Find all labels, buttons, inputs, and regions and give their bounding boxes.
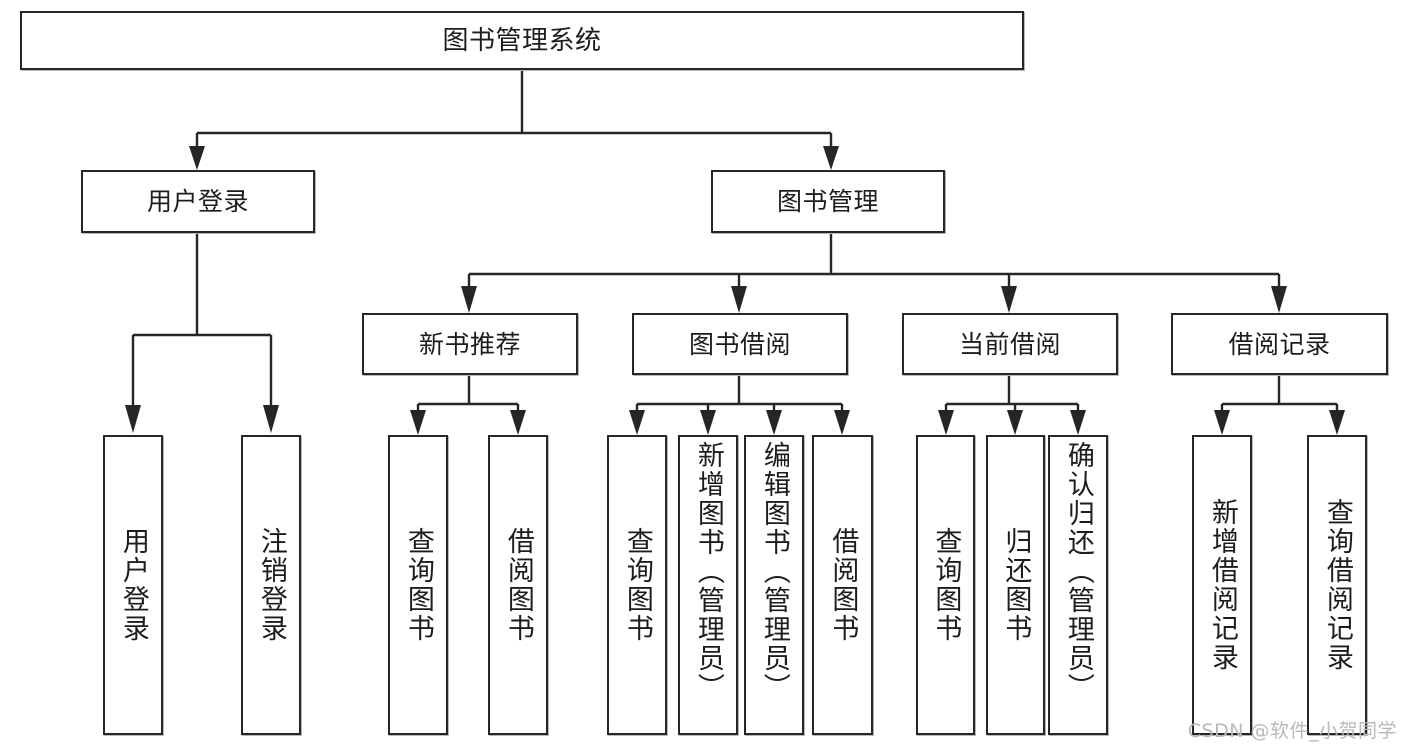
leaf-label-book-borrow-edit: 编辑图书（管理员）: [758, 441, 790, 702]
arrow-bb-leaf-2: [700, 410, 716, 435]
leaf-label-current-borrow-confirm: 确认归还（管理员）: [1062, 441, 1094, 702]
arrow-br-leaf-2: [1329, 410, 1345, 435]
arrow-root-to-book-manage: [823, 146, 839, 170]
arrow-bm-to-current-borrow: [1001, 286, 1017, 313]
arrow-newbook-leaf-1: [410, 410, 426, 435]
arrow-root-to-user-login: [189, 146, 205, 170]
arrow-bm-to-borrow-record: [1271, 286, 1287, 313]
node-book-management[interactable]: 图书管理: [711, 170, 945, 233]
leaf-label-borrow-record-query: 查询借阅记录: [1321, 498, 1353, 672]
leaf-user-login-signout[interactable]: 注销登录: [241, 435, 301, 735]
node-new-book-recommend[interactable]: 新书推荐: [362, 313, 578, 375]
leaf-user-login-signin[interactable]: 用户登录: [103, 435, 163, 735]
node-current-borrow[interactable]: 当前借阅: [902, 313, 1118, 375]
arrow-newbook-leaf-2: [510, 410, 526, 435]
node-user-login[interactable]: 用户登录: [81, 170, 315, 233]
arrow-bm-to-book-borrow: [731, 286, 747, 313]
leaf-new-book-borrow[interactable]: 借阅图书: [488, 435, 548, 735]
arrow-cb-leaf-3: [1070, 410, 1086, 435]
node-borrow-record[interactable]: 借阅记录: [1171, 313, 1388, 375]
leaf-label-book-borrow-add: 新增图书（管理员）: [692, 441, 724, 702]
node-label-new-book-recommend: 新书推荐: [418, 329, 521, 359]
arrow-user-login-leaf-1: [125, 405, 141, 433]
leaf-borrow-record-query[interactable]: 查询借阅记录: [1307, 435, 1367, 735]
arrow-bb-leaf-4: [834, 410, 850, 435]
leaf-label-current-borrow-return: 归还图书: [1000, 527, 1032, 643]
node-label-user-login: 用户登录: [146, 187, 249, 216]
leaf-current-borrow-confirm[interactable]: 确认归还（管理员）: [1048, 435, 1108, 735]
leaf-borrow-record-add[interactable]: 新增借阅记录: [1192, 435, 1252, 735]
arrow-cb-leaf-2: [1007, 410, 1023, 435]
leaf-book-borrow-edit[interactable]: 编辑图书（管理员）: [744, 435, 804, 735]
leaf-current-borrow-query[interactable]: 查询图书: [916, 435, 975, 735]
arrow-bm-to-new-book: [461, 286, 477, 313]
arrow-cb-leaf-1: [938, 410, 954, 435]
arrow-bb-leaf-3: [766, 410, 782, 435]
leaf-book-borrow-add[interactable]: 新增图书（管理员）: [678, 435, 738, 735]
leaf-label-borrow-record-add: 新增借阅记录: [1206, 498, 1238, 672]
leaf-label-new-book-query: 查询图书: [402, 527, 434, 643]
leaf-current-borrow-return[interactable]: 归还图书: [986, 435, 1045, 735]
leaf-label-current-borrow-query: 查询图书: [930, 527, 962, 643]
node-system-root[interactable]: 图书管理系统: [20, 11, 1024, 70]
node-label-current-borrow: 当前借阅: [958, 329, 1061, 359]
leaf-label-book-borrow-query: 查询图书: [621, 527, 653, 643]
leaf-book-borrow-query[interactable]: 查询图书: [607, 435, 667, 735]
csdn-watermark: CSDN @软件_小贺同学: [1187, 720, 1397, 742]
leaf-new-book-query[interactable]: 查询图书: [388, 435, 448, 735]
arrow-user-login-leaf-2: [263, 405, 279, 433]
leaf-label-user-login-signout: 注销登录: [255, 527, 287, 643]
leaf-label-book-borrow-lend: 借阅图书: [827, 527, 859, 643]
arrow-bb-leaf-1: [629, 410, 645, 435]
node-label-borrow-record: 借阅记录: [1228, 329, 1331, 359]
leaf-label-new-book-borrow: 借阅图书: [502, 527, 534, 643]
node-book-borrow[interactable]: 图书借阅: [632, 313, 848, 375]
leaf-label-user-login-signin: 用户登录: [117, 527, 149, 643]
node-label-book-management: 图书管理: [776, 187, 879, 216]
leaf-book-borrow-lend[interactable]: 借阅图书: [812, 435, 873, 735]
node-label-book-borrow: 图书借阅: [688, 329, 791, 359]
arrow-br-leaf-1: [1214, 410, 1230, 435]
node-label-system-root: 图书管理系统: [442, 25, 602, 56]
